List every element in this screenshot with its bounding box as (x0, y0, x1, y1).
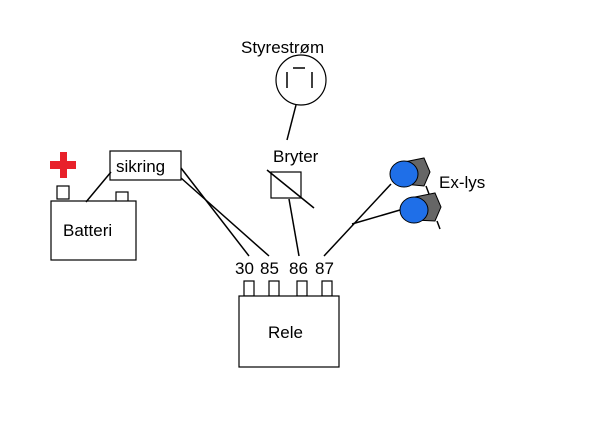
plus-horizontal-bar (50, 161, 76, 169)
relay-label: Rele (268, 323, 303, 342)
pin-label-86: 86 (289, 259, 308, 278)
relay-pin-87 (321, 280, 333, 297)
pin-label-30: 30 (235, 259, 254, 278)
lamp-icon (389, 157, 431, 195)
battery: Batteri (50, 185, 137, 261)
relay-pin-30 (243, 280, 255, 297)
battery-label: Batteri (63, 221, 112, 240)
switch-label: Bryter (273, 147, 319, 166)
wire-branch-to-lamp-bottom (351, 209, 401, 225)
wire-fuse-to-85 (180, 177, 270, 257)
relay: Rele (238, 295, 340, 368)
wire-87-to-lamp-top (323, 183, 392, 257)
wire-switch-to-86 (288, 198, 300, 257)
wire-battery-to-fuse (85, 171, 112, 203)
pin-label-87: 87 (315, 259, 334, 278)
relay-pin-86 (296, 280, 308, 297)
switch-symbol (266, 169, 315, 209)
wire-fuse-to-30 (180, 167, 250, 257)
control-power-label: Styrestrøm (241, 38, 324, 57)
lamp-icon (399, 192, 442, 230)
fuse: sikring (109, 150, 182, 181)
fuse-label: sikring (116, 157, 165, 176)
socket-icon (275, 54, 327, 106)
relay-pin-85 (268, 280, 280, 297)
plus-icon (50, 152, 76, 178)
lights-label: Ex-lys (439, 173, 485, 192)
wire-control-to-switch (286, 104, 297, 141)
pin-label-85: 85 (260, 259, 279, 278)
